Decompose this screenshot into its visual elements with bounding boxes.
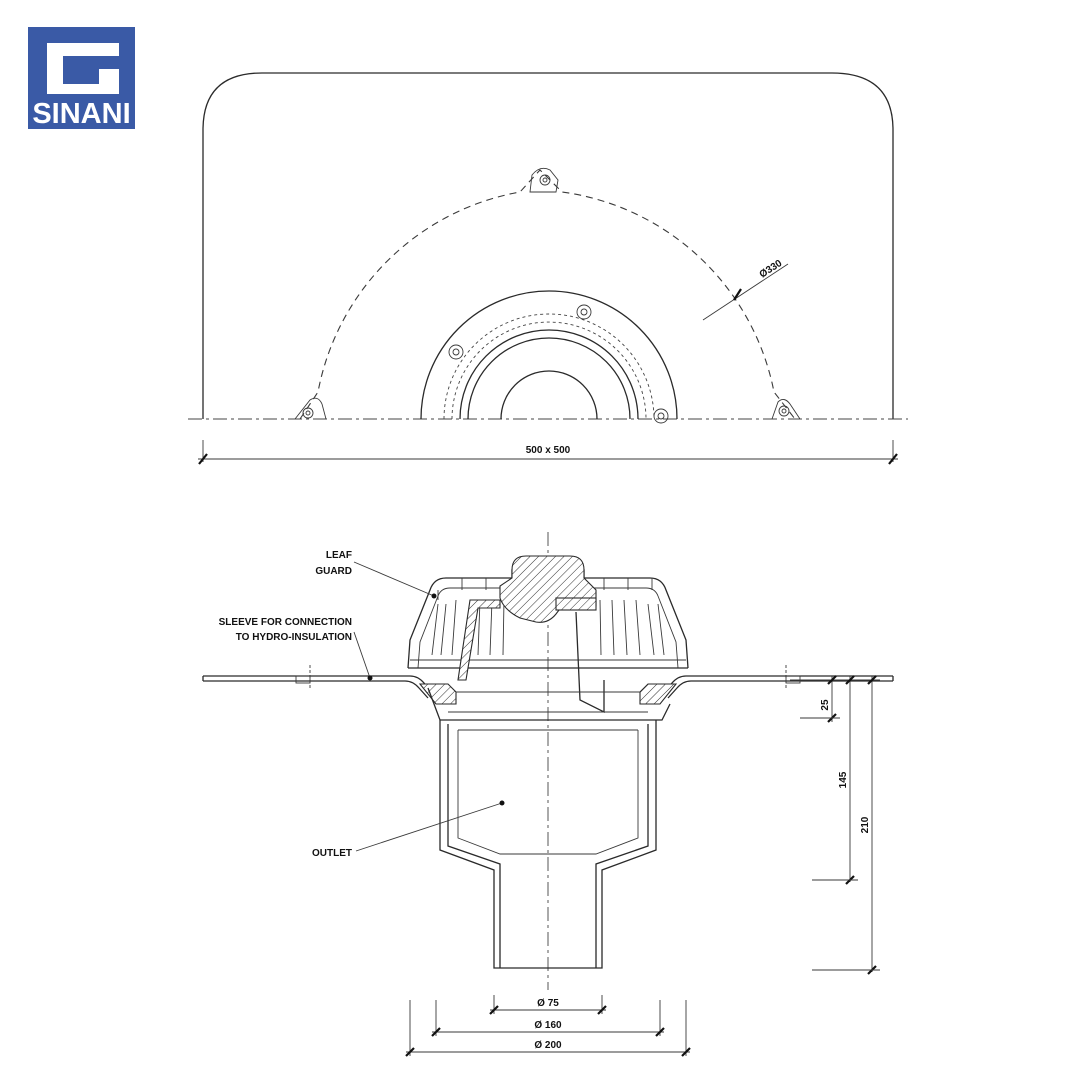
radius-dimension-label: Ø330 xyxy=(758,258,785,281)
bolt-lugs xyxy=(294,167,801,420)
sleeve-leader xyxy=(353,631,371,679)
bracket-left-hatched xyxy=(457,599,501,681)
dimension-210: 210 xyxy=(860,816,871,833)
sleeve-label-line1: SLEEVE FOR CONNECTION xyxy=(219,617,352,628)
flange-dashed-ring-2 xyxy=(451,321,647,420)
pipe-ring xyxy=(500,370,598,420)
diameter-160-label: Ø 160 xyxy=(534,1020,562,1031)
radius-tick xyxy=(733,288,742,301)
sleeve-label-line2: TO HYDRO-INSULATION xyxy=(236,632,352,643)
outlet-outer-wall xyxy=(439,720,657,969)
plan-outline xyxy=(202,72,894,419)
flange-left-hatched xyxy=(418,683,457,705)
dimension-25: 25 xyxy=(820,699,831,711)
logo-text: SINANI xyxy=(32,98,130,130)
flange-outer-ring xyxy=(420,290,678,420)
dimension-145: 145 xyxy=(838,771,849,788)
diameter-dimensions: Ø 75 Ø 160 Ø 200 xyxy=(405,995,691,1057)
outlet-ring xyxy=(459,329,639,420)
flange-bolts xyxy=(448,304,669,424)
outlet-label: OUTLET xyxy=(312,848,352,859)
logo-mark-icon xyxy=(47,43,119,94)
flange-dashed-ring-1 xyxy=(443,313,655,420)
outlet-leader xyxy=(355,802,503,852)
sinani-logo: SINANI xyxy=(28,27,135,130)
radius-leader-line xyxy=(702,263,789,321)
center-cap-hatched xyxy=(499,555,597,623)
diameter-75-label: Ø 75 xyxy=(537,998,559,1009)
leaf-guard-label-line2: GUARD xyxy=(315,566,352,577)
sleeve-plate-left xyxy=(203,675,433,693)
leaf-guard-slots xyxy=(431,578,665,656)
section-view: LEAF GUARD SLEEVE FOR CONNECTION TO HYDR… xyxy=(202,532,894,1057)
outlet-inner-ring xyxy=(467,337,631,420)
membrane-boundary-dashed xyxy=(299,169,796,420)
leaf-guard-label-line1: LEAF xyxy=(326,550,352,561)
flange-right-hatched xyxy=(639,683,678,705)
outlet-inner-wall xyxy=(447,724,649,968)
leaf-guard-leader xyxy=(353,561,435,597)
width-dimension-label: 500 x 500 xyxy=(526,445,571,456)
vertical-dimensions: 25 145 210 xyxy=(790,675,880,975)
top-view: Ø330 500 x 500 xyxy=(188,72,908,465)
diameter-200-label: Ø 200 xyxy=(534,1040,562,1051)
sleeve-plate-right xyxy=(663,675,893,693)
